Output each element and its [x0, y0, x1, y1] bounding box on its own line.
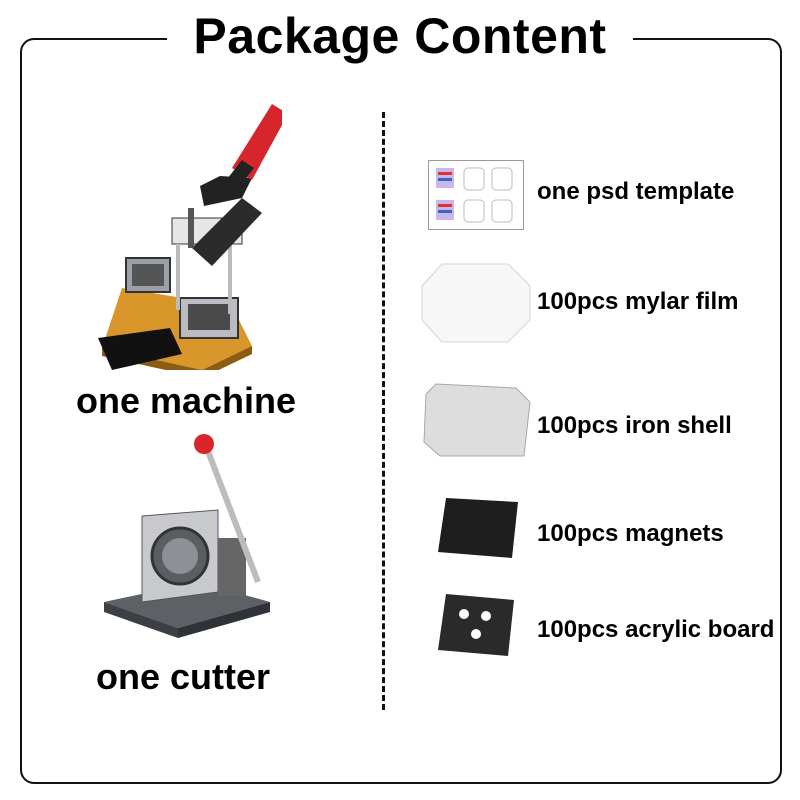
cutter-label: one cutter — [96, 656, 271, 697]
mylar-film-icon — [420, 262, 532, 344]
psd-template-label: one psd template — [537, 178, 735, 205]
psd-template-icon — [428, 160, 524, 230]
mylar-film-label: 100pcs mylar film — [537, 288, 739, 315]
magnet-sheet-icon — [436, 496, 520, 560]
acrylic-board-label: 100pcs acrylic board — [537, 616, 775, 643]
machine-label: one machine — [76, 380, 297, 421]
acrylic-board-icon — [436, 592, 516, 658]
page-title: Package Content — [167, 6, 633, 66]
magnets-label: 100pcs magnets — [537, 520, 724, 547]
iron-shell-icon — [420, 380, 532, 462]
iron-shell-label: 100pcs iron shell — [537, 412, 732, 439]
column-divider — [382, 112, 385, 710]
paper-cutter-icon — [98, 432, 278, 648]
button-press-machine-icon — [92, 98, 282, 370]
